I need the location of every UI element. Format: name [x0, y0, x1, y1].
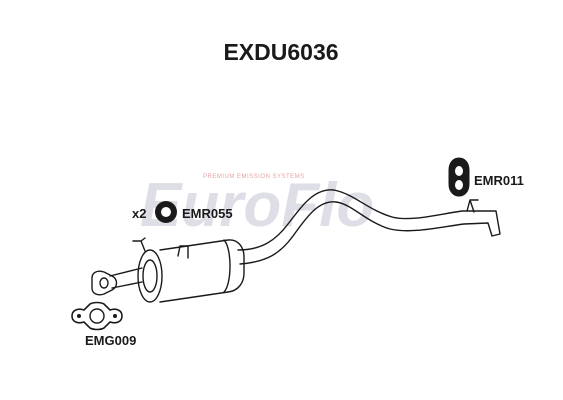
exhaust-pipe-assembly: [91, 189, 501, 303]
tail-hanger-bracket: [466, 199, 479, 213]
diagram-title: EXDU6036: [223, 39, 338, 65]
rear-silencer: [159, 239, 245, 303]
tail-pipe: [237, 189, 501, 265]
part-label-emr011: EMR011: [474, 173, 524, 188]
silencer-end-cap-inner: [142, 259, 158, 293]
part-label-emr055: EMR055: [182, 206, 233, 221]
part-qty-emr055: x2: [132, 206, 146, 221]
euroflo-watermark: EuroFlo PREMIUM EMISSION SYSTEMS: [140, 171, 374, 240]
part-emr055: x2 EMR055: [132, 201, 233, 223]
part-emg009: EMG009: [71, 301, 136, 348]
rubber-mount-icon: [155, 201, 177, 223]
part-emr011: EMR011: [448, 157, 524, 197]
silencer-band: [223, 239, 231, 293]
inlet-flange-hole: [99, 277, 109, 289]
rubber-hanger-icon: [448, 157, 470, 197]
silencer-end-cap: [137, 249, 163, 303]
inlet-flange: [91, 270, 118, 296]
part-label-emg009: EMG009: [85, 333, 136, 348]
inlet-pipe: [109, 267, 143, 289]
watermark-brand: EuroFlo: [140, 171, 374, 240]
flange-gasket-icon: [71, 301, 123, 331]
watermark-tagline: PREMIUM EMISSION SYSTEMS: [203, 174, 305, 180]
silencer-hanger-left: [132, 237, 146, 252]
silencer-hanger-right: [177, 245, 189, 259]
